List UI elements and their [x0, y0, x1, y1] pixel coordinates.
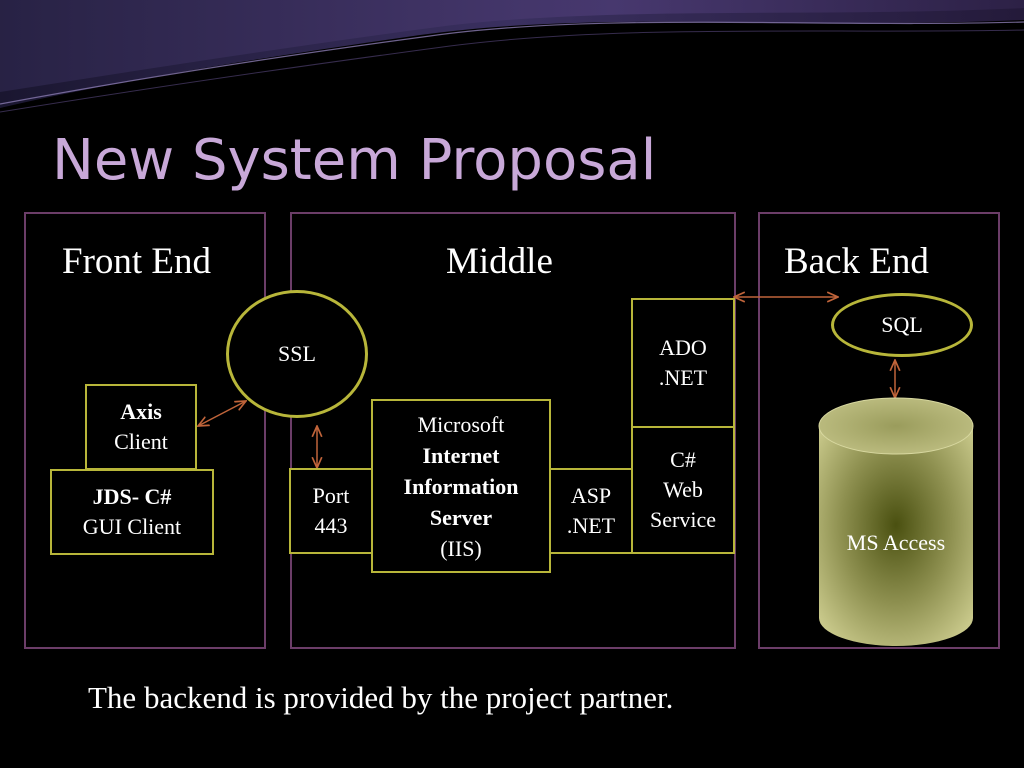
ado-line2: .NET [658, 365, 708, 390]
front-end-heading: Front End [62, 241, 212, 282]
axis-client-box: Axis Client [85, 384, 197, 470]
slide-title: New System Proposal [52, 128, 657, 193]
iis-line1: Microsoft [417, 411, 505, 437]
iis-box: Microsoft Internet Information Server (I… [371, 399, 551, 573]
jds-client-text: GUI Client [82, 514, 182, 539]
back-end-panel [758, 212, 1000, 649]
iis-line5: (IIS) [440, 535, 482, 561]
ssl-label: SSL [278, 341, 316, 366]
sql-label: SQL [881, 312, 923, 337]
back-end-heading: Back End [784, 241, 929, 282]
ado-net-box: ADO .NET [631, 298, 735, 428]
ms-access-label: MS Access [846, 530, 946, 555]
ws-line2: Web [663, 477, 703, 502]
sql-node: SQL [831, 293, 973, 357]
ws-line3: Service [650, 507, 716, 532]
database-cylinder-icon [818, 397, 974, 646]
iis-bold3: Server [429, 504, 493, 530]
axis-client-bold: Axis [120, 399, 162, 424]
ws-line1: C# [670, 447, 696, 472]
port-line1: Port [312, 483, 350, 508]
asp-line1: ASP [570, 483, 612, 508]
decorative-swoosh-header [0, 0, 1024, 113]
jds-client-bold: JDS- C# [92, 484, 172, 509]
ssl-node: SSL [226, 290, 368, 418]
jds-client-box: JDS- C# GUI Client [50, 469, 214, 555]
port-line2: 443 [314, 513, 348, 538]
iis-bold1: Internet [422, 442, 500, 468]
ado-line1: ADO [659, 335, 707, 360]
axis-ssl-arrow [198, 401, 246, 426]
web-service-box: C# Web Service [631, 426, 735, 554]
asp-net-box: ASP .NET [549, 468, 633, 554]
iis-bold2: Information [403, 473, 519, 499]
middle-heading: Middle [446, 241, 553, 282]
slide-caption: The backend is provided by the project p… [88, 680, 674, 715]
asp-line2: .NET [566, 513, 616, 538]
front-end-panel [24, 212, 266, 649]
port-box: Port 443 [289, 468, 373, 554]
middle-panel [290, 212, 736, 649]
axis-client-text: Client [114, 429, 168, 454]
